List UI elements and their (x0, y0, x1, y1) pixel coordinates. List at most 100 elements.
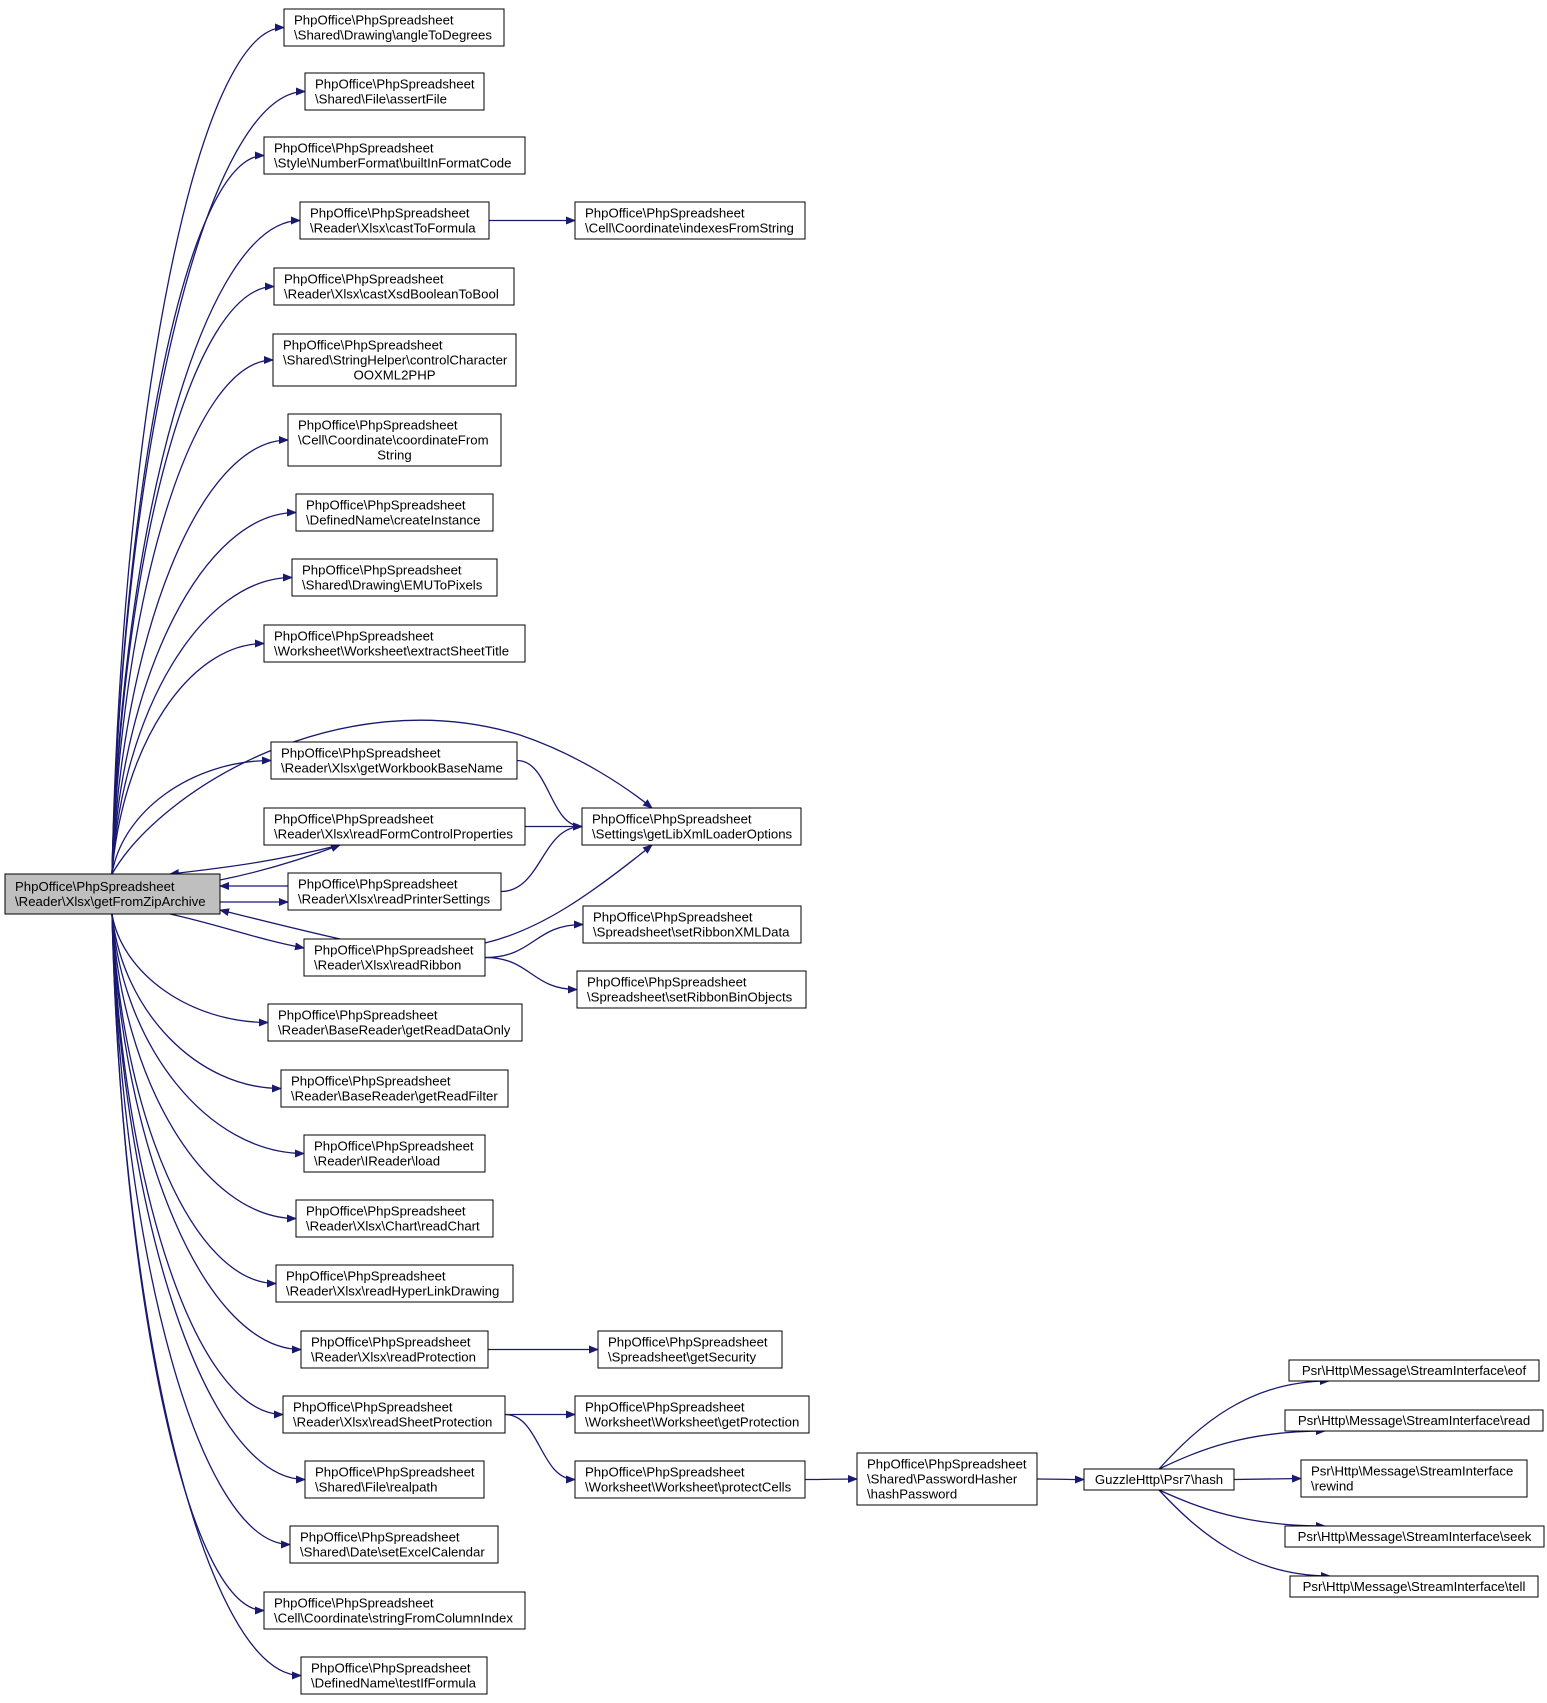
node-readHyperLinkDrawing[interactable]: PhpOffice\PhpSpreadsheet\Reader\Xlsx\rea… (275, 1264, 514, 1303)
node-getWorkbookBaseName[interactable]: PhpOffice\PhpSpreadsheet\Reader\Xlsx\get… (270, 741, 518, 780)
node-assertFile[interactable]: PhpOffice\PhpSpreadsheet\Shared\File\ass… (304, 72, 485, 111)
node-readProtection[interactable]: PhpOffice\PhpSpreadsheet\Reader\Xlsx\rea… (300, 1330, 489, 1369)
edge-root-to-readFormControlProperties (219, 844, 341, 881)
node-label-line: PhpOffice\PhpSpreadsheet (306, 1204, 466, 1219)
node-label-line: \Shared\PasswordHasher (867, 1472, 1018, 1487)
node-getProtection[interactable]: PhpOffice\PhpSpreadsheet\Worksheet\Works… (574, 1395, 810, 1434)
node-label-line: PhpOffice\PhpSpreadsheet (867, 1457, 1027, 1472)
node-seek[interactable]: Psr\Http\Message\StreamInterface\seek (1284, 1525, 1545, 1548)
node-label-line: PhpOffice\PhpSpreadsheet (274, 141, 434, 156)
node-castXsdBooleanToBool[interactable]: PhpOffice\PhpSpreadsheet\Reader\Xlsx\cas… (273, 267, 515, 306)
node-stringFromColumnIndex[interactable]: PhpOffice\PhpSpreadsheet\Cell\Coordinate… (263, 1591, 526, 1630)
node-tell[interactable]: Psr\Http\Message\StreamInterface\tell (1289, 1575, 1539, 1598)
node-label-line: \Shared\Drawing\EMUToPixels (302, 578, 483, 593)
node-coordinateFromString[interactable]: PhpOffice\PhpSpreadsheet\Cell\Coordinate… (287, 413, 502, 467)
node-extractSheetTitle[interactable]: PhpOffice\PhpSpreadsheet\Worksheet\Works… (263, 624, 526, 663)
node-label-line: OOXML2PHP (353, 368, 435, 383)
edge-root-to-getReadFilter (111, 913, 282, 1093)
node-box (303, 938, 486, 977)
node-label-line: \Shared\Date\setExcelCalendar (300, 1545, 485, 1560)
node-readPrinterSettings[interactable]: PhpOffice\PhpSpreadsheet\Reader\Xlsx\rea… (287, 872, 502, 911)
edge-readRibbon-to-root (219, 908, 341, 940)
node-setExcelCalendar[interactable]: PhpOffice\PhpSpreadsheet\Shared\Date\set… (289, 1525, 499, 1564)
node-label-line: \Shared\StringHelper\controlCharacter (283, 353, 508, 368)
node-label-line: Psr\Http\Message\StreamInterface\read (1298, 1413, 1530, 1428)
node-label-line: \Spreadsheet\setRibbonBinObjects (587, 990, 793, 1005)
edges-layer (111, 23, 1331, 1680)
node-box (267, 1003, 523, 1042)
node-label-line: PhpOffice\PhpSpreadsheet (278, 1008, 438, 1023)
node-root-getFromZipArchive[interactable]: PhpOffice\PhpSpreadsheet\Reader\Xlsx\get… (4, 873, 221, 915)
node-label-line: Psr\Http\Message\StreamInterface\tell (1303, 1579, 1526, 1594)
node-getReadFilter[interactable]: PhpOffice\PhpSpreadsheet\Reader\BaseRead… (280, 1069, 509, 1108)
node-box (263, 1591, 526, 1630)
edge-root-to-readRibbon (169, 913, 305, 951)
node-protectCells[interactable]: PhpOffice\PhpSpreadsheet\Worksheet\Works… (574, 1460, 806, 1499)
node-hash[interactable]: GuzzleHttp\Psr7\hash (1083, 1468, 1235, 1491)
edge-hash-to-rewind (1233, 1474, 1302, 1483)
node-getLibXmlLoaderOptions[interactable]: PhpOffice\PhpSpreadsheet\Settings\getLib… (581, 807, 802, 846)
edge-root-to-stringFromColumnIndex (111, 913, 265, 1615)
node-label-line: PhpOffice\PhpSpreadsheet (286, 1269, 446, 1284)
node-label-line: PhpOffice\PhpSpreadsheet (274, 812, 434, 827)
node-label-line: PhpOffice\PhpSpreadsheet (311, 1661, 471, 1676)
node-label-line: PhpOffice\PhpSpreadsheet (585, 1465, 745, 1480)
node-getSecurity[interactable]: PhpOffice\PhpSpreadsheet\Spreadsheet\get… (597, 1330, 783, 1369)
edge-hash-to-eof (1158, 1377, 1330, 1470)
node-label-line: \Reader\Xlsx\readPrinterSettings (298, 892, 490, 907)
node-realpath[interactable]: PhpOffice\PhpSpreadsheet\Shared\File\rea… (304, 1460, 485, 1499)
node-label-line: \rewind (1311, 1479, 1354, 1494)
edge-root-to-coordinateFromString (111, 436, 289, 875)
node-box (856, 1452, 1038, 1506)
node-label-line: PhpOffice\PhpSpreadsheet (608, 1335, 768, 1350)
edge-readFormControlProperties-to-root (169, 844, 341, 877)
node-box (582, 905, 802, 944)
node-readSheetProtection[interactable]: PhpOffice\PhpSpreadsheet\Reader\Xlsx\rea… (282, 1395, 506, 1434)
node-readRibbon[interactable]: PhpOffice\PhpSpreadsheet\Reader\Xlsx\rea… (303, 938, 486, 977)
edge-root-to-readChart (111, 913, 297, 1223)
node-angleToDegrees[interactable]: PhpOffice\PhpSpreadsheet\Shared\Drawing\… (283, 8, 505, 47)
node-label-line: \DefinedName\createInstance (306, 513, 480, 528)
node-box (280, 1069, 509, 1108)
node-box (581, 807, 802, 846)
node-box (4, 873, 221, 915)
node-box (1300, 1459, 1528, 1498)
node-setRibbonBinObjects[interactable]: PhpOffice\PhpSpreadsheet\Spreadsheet\set… (576, 970, 807, 1009)
node-builtInFormatCode[interactable]: PhpOffice\PhpSpreadsheet\Style\NumberFor… (263, 136, 526, 175)
node-setRibbonXMLData[interactable]: PhpOffice\PhpSpreadsheet\Spreadsheet\set… (582, 905, 802, 944)
node-readChart[interactable]: PhpOffice\PhpSpreadsheet\Reader\Xlsx\Cha… (295, 1199, 494, 1238)
edge-root-to-builtInFormatCode (111, 151, 265, 875)
edge-root-to-readProtection (111, 913, 302, 1354)
node-getReadDataOnly[interactable]: PhpOffice\PhpSpreadsheet\Reader\BaseRead… (267, 1003, 523, 1042)
node-castToFormula[interactable]: PhpOffice\PhpSpreadsheet\Reader\Xlsx\cas… (299, 201, 490, 240)
node-box (295, 493, 494, 532)
node-rewind[interactable]: Psr\Http\Message\StreamInterface\rewind (1300, 1459, 1528, 1498)
node-box (263, 136, 526, 175)
node-eof[interactable]: Psr\Http\Message\StreamInterface\eof (1288, 1359, 1540, 1382)
edge-root-to-castXsdBooleanToBool (111, 282, 275, 875)
node-box (300, 1656, 488, 1695)
edge-root-to-getLibXmlLoaderOptions (111, 719, 653, 875)
node-box (304, 1460, 485, 1499)
node-label-line: PhpOffice\PhpSpreadsheet (15, 879, 175, 894)
node-label-line: Psr\Http\Message\StreamInterface\eof (1302, 1363, 1527, 1378)
node-label-line: GuzzleHttp\Psr7\hash (1095, 1472, 1223, 1487)
node-read[interactable]: Psr\Http\Message\StreamInterface\read (1284, 1409, 1544, 1432)
node-load[interactable]: PhpOffice\PhpSpreadsheet\Reader\IReader\… (303, 1134, 486, 1173)
node-EMUToPixels[interactable]: PhpOffice\PhpSpreadsheet\Shared\Drawing\… (291, 558, 498, 597)
node-hashPassword[interactable]: PhpOffice\PhpSpreadsheet\Shared\Password… (856, 1452, 1038, 1506)
node-label-line: PhpOffice\PhpSpreadsheet (294, 13, 454, 28)
node-label-line: Psr\Http\Message\StreamInterface\seek (1298, 1529, 1532, 1544)
node-label-line: \Cell\Coordinate\stringFromColumnIndex (274, 1611, 513, 1626)
node-indexesFromString[interactable]: PhpOffice\PhpSpreadsheet\Cell\Coordinate… (574, 201, 806, 240)
node-label-line: \Reader\Xlsx\readHyperLinkDrawing (286, 1284, 499, 1299)
nodes-layer: PhpOffice\PhpSpreadsheet\Reader\Xlsx\get… (4, 8, 1545, 1695)
node-testIfFormula[interactable]: PhpOffice\PhpSpreadsheet\DefinedName\tes… (300, 1656, 488, 1695)
node-label-line: \Reader\Xlsx\readFormControlProperties (274, 827, 513, 842)
node-box (272, 333, 517, 387)
node-box (299, 201, 490, 240)
node-label-line: \Style\NumberFormat\builtInFormatCode (274, 156, 511, 171)
node-readFormControlProperties[interactable]: PhpOffice\PhpSpreadsheet\Reader\Xlsx\rea… (263, 807, 526, 846)
node-createInstance[interactable]: PhpOffice\PhpSpreadsheet\DefinedName\cre… (295, 493, 494, 532)
node-controlCharacterOOXML2PHP[interactable]: PhpOffice\PhpSpreadsheet\Shared\StringHe… (272, 333, 517, 387)
